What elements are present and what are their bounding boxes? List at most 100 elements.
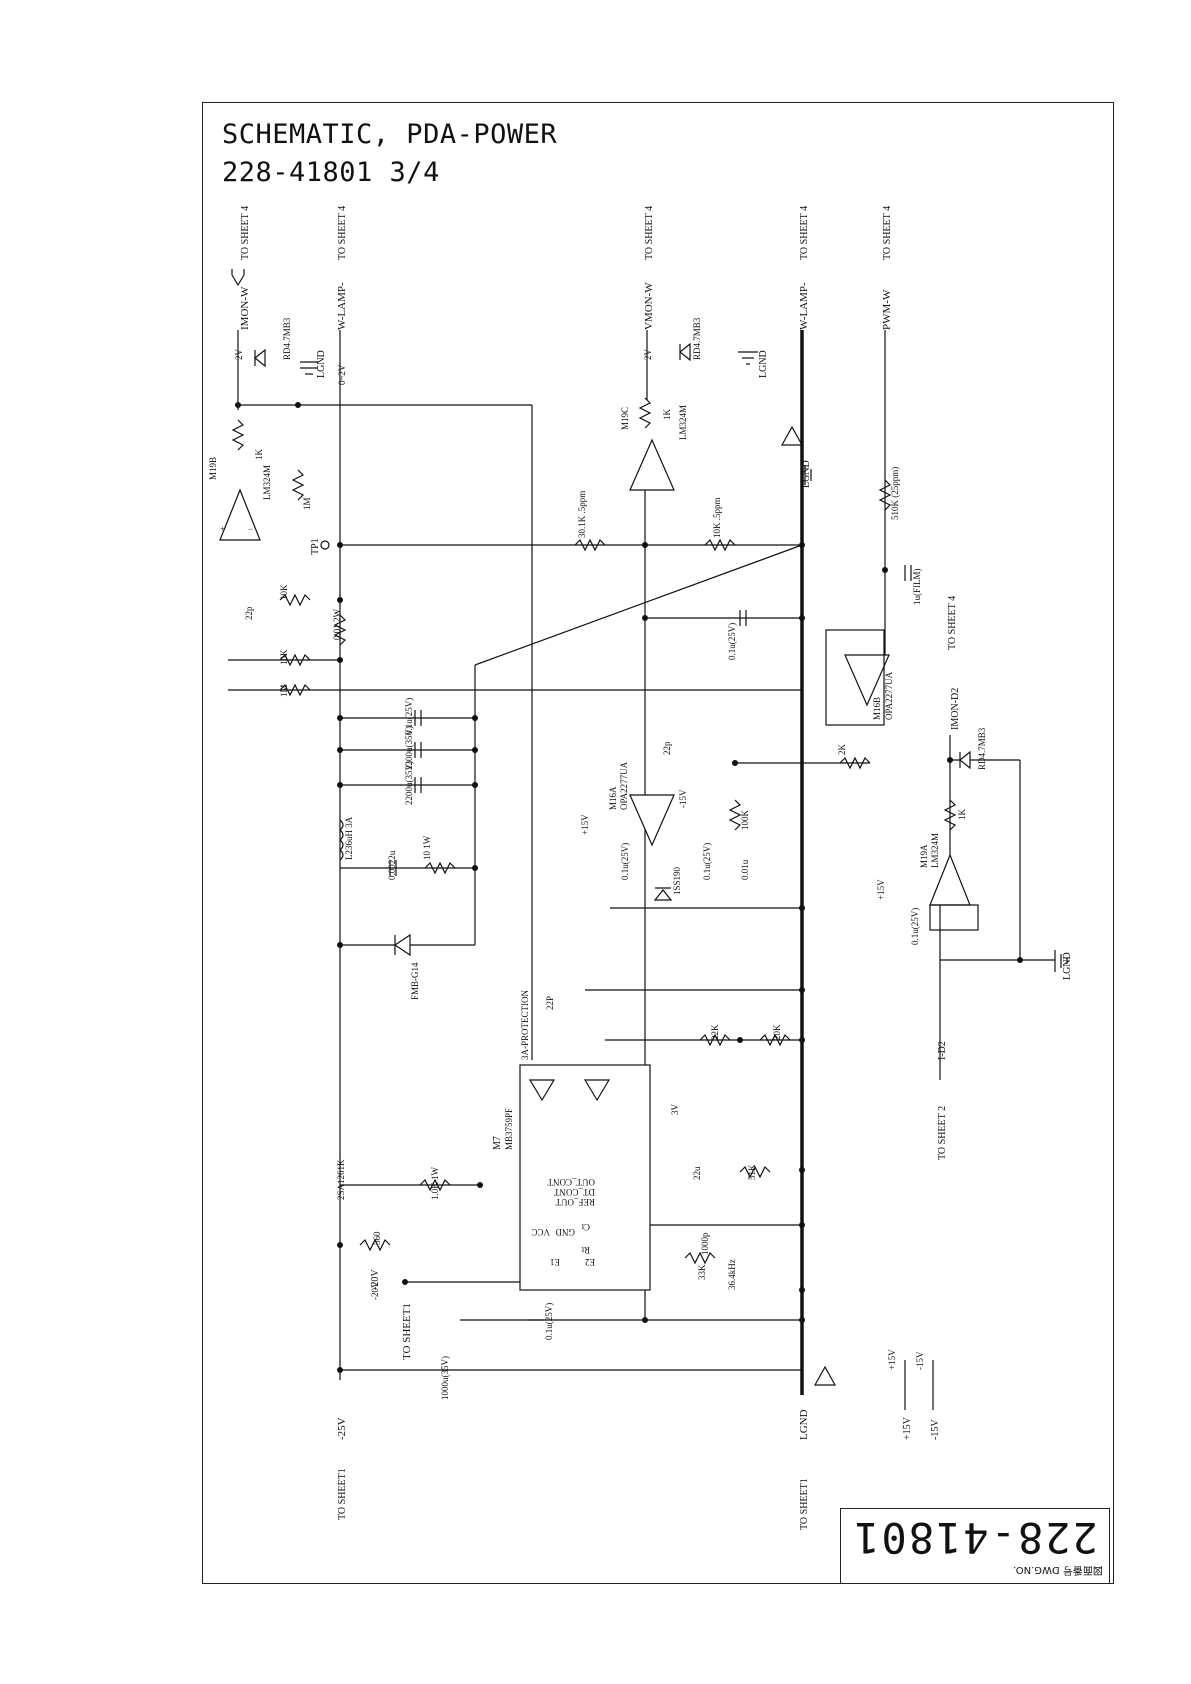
value-c25: 1000u(35V) [440,1356,450,1400]
value-m19c: LM324M [678,405,688,440]
title-line-2: 228-41801 3/4 [222,157,440,188]
connector-vmon-w: VMON-W TO SHEET 4 [643,206,655,330]
connector-minus15-label: -15V [930,1419,941,1440]
pin-ct: Ct [581,1222,590,1232]
value-r40: 510K (25ppm) [890,467,900,520]
value-c44: 1u(FILM) [912,569,922,606]
sheet-title: SCHEMATIC, PDA-POWER 228-41801 3/4 [222,116,557,192]
label-3v: 3V [670,1104,680,1116]
value-c56: 0.1u(25V) [702,843,712,880]
value-r17: 22K [710,1024,720,1040]
value-r13: 1.0K 1W [430,1167,440,1200]
label-m16a: M16A [608,786,618,810]
value-r76: 1K [957,809,967,821]
value-m16a: OPA2277UA [619,761,629,810]
gnd-triangle-2 [813,1365,837,1386]
value-r58: 1K [662,409,672,421]
wire-diag [474,544,803,666]
opamp-m16b: M16B OPA2277UA [825,629,894,726]
junctions [235,402,1023,1373]
connector-imon-d2-label: IMON-D2 [950,688,961,730]
pin-rt: Rt [581,1245,590,1255]
label-plus15-m19a: +15V [876,879,886,900]
label-tp1: TP1 [310,538,321,555]
connector-wlamp-2-dest: TO SHEET 4 [799,206,810,260]
label-2v-b: 2V [643,349,653,361]
drawing-number-block: 228-41801 図面番号 DWG.NO. [840,1508,1110,1584]
pin-e1: E1 [550,1257,560,1267]
value-r21: 33K [697,1264,707,1280]
connector-pwm-w: PWM-W TO SHEET 4 [881,206,893,330]
pin-out-cont: OUT_CONT [547,1177,595,1187]
connector-vmon-w-label: VMON-W [643,282,655,330]
value-c61: 0.01u [740,859,750,880]
label-lgnd-4: LGND [1062,952,1073,980]
value-c64: 22P [545,996,555,1010]
label-2v-a: 2V [234,349,244,361]
label-minus15-m16: -15V [678,789,688,808]
value-c63: 22p [662,741,672,755]
pin-ref-out: REF_OUT [555,1197,595,1207]
passive-glyphs [231,342,971,1321]
value-c53: 0.1u(25V) [404,698,414,735]
value-r75: 1M [302,497,312,510]
value-d20: 1SS190 [672,866,682,895]
value-r22: 20K [772,1024,782,1040]
value-r74: 1K [254,449,264,461]
gnd-triangle-1 [780,425,804,446]
connector-minus25-dest: TO SHEET1 [337,1468,348,1520]
label-minus15-top: -15V [915,1351,925,1370]
pin-dt-cont: DT_CONT [554,1187,595,1197]
label-plus15-top: +15V [887,1349,897,1370]
value-c38: 1000p [700,1232,710,1255]
opamp-m19a: M19A LM324M [919,833,979,931]
connector-minus20-label: -20V [370,1269,381,1290]
value-c57: 0.1u(25V) [727,623,737,660]
value-c51: 2200u(35V) [404,726,414,770]
value-r57: 10K .5ppm [712,498,722,539]
connector-id2-dest: TO SHEET 2 [937,1106,948,1160]
connector-lgnd-label: LGND [798,1409,810,1440]
connector-pwm-w-label: PWM-W [881,289,893,330]
connector-minus25-label: -25V [336,1417,348,1440]
value-c59: 22p [244,606,254,620]
label-lgnd-2: LGND [758,350,769,378]
label-protection: 3A-PROTECTION [520,990,530,1060]
ic-m7: M7 MB3759PF GND OUT_CONT DT_CONT REF_OUT… [492,1064,651,1291]
label-freq: 36.4kHz [727,1259,737,1290]
ground-symbol-1 [300,361,318,375]
label-m19a: M19A [919,844,929,868]
connector-wlamp-1: W-LAMP- TO SHEET 4 [336,206,348,330]
value-m16b: OPA2277UA [884,671,894,720]
connector-lgnd-dest: TO SHEET1 [799,1478,810,1530]
value-r20: 10 1W [422,835,432,860]
value-r73: 10K [279,649,289,665]
connector-pwm-w-dest: TO SHEET 4 [882,206,893,260]
drawing-frame [202,102,1114,1584]
label-lgnd-3: LGND [801,460,812,488]
opamp-m19c: M19C LM324M [620,405,688,491]
value-l5: L236uH 3A [344,816,354,860]
value-c34: 0.0022u [387,850,397,880]
value-r72: 1M [279,684,289,697]
connector-wlamp-1-dest: TO SHEET 4 [337,206,348,260]
connector-imon-w-dest: TO SHEET 4 [240,206,251,260]
testpoint-tp1 [320,540,330,550]
label-minus20-wire: -20V [370,1281,380,1300]
value-r55: 100K [740,810,750,831]
value-c45: 0.1u(25V) [620,843,630,880]
svg-text:−: − [248,524,253,534]
value-m19a: LM324M [930,833,940,868]
connector-wlamp-2-label: W-LAMP- [798,282,810,330]
value-r50: 2K [837,744,847,756]
value-m19b: LM324M [262,465,272,500]
value-d12: FMB-G14 [410,962,420,1000]
ground-symbol-4 [1054,950,1068,972]
value-c36: 22u [692,1166,702,1180]
title-line-1: SCHEMATIC, PDA-POWER [222,119,558,150]
connector-vmon-w-dest: TO SHEET 4 [644,206,655,260]
label-m19c: M19C [620,407,630,430]
drawing-number: 228-41801 [852,1513,1098,1562]
label-m19b: M19B [208,457,218,480]
value-m7: MB3759PF [504,1108,514,1150]
